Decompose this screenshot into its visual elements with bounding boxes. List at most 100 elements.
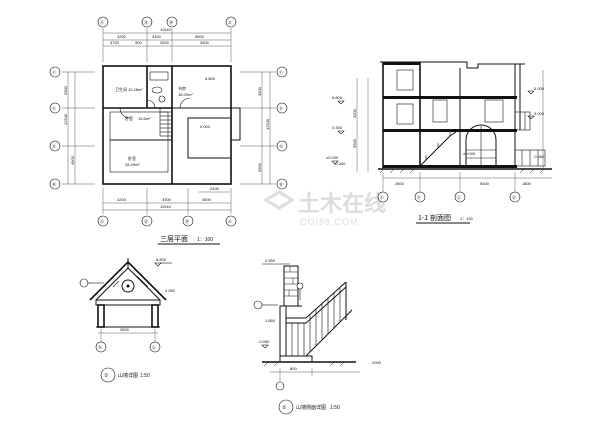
plan-stair xyxy=(159,107,173,137)
axis-bubble: Ⓒ xyxy=(457,194,461,200)
section-title: 1-1 剖面图 1：100 xyxy=(416,213,474,224)
dim-overall: 11940 xyxy=(160,204,172,209)
plan-bottom-axes: ⑪ ⑬ ⑭ ⑦ xyxy=(97,215,237,227)
dim-text: 2400 xyxy=(152,34,162,39)
room-name: 书房 xyxy=(178,85,186,91)
level-note: 0.000 xyxy=(200,124,211,129)
axis-bubble: Ⓕ xyxy=(380,194,384,200)
axis-bubble: ⑬ xyxy=(144,218,148,224)
gable-scale: 1:50 xyxy=(140,373,150,379)
level-mark: -0.300 xyxy=(334,161,346,166)
plan-title: 三层平面 1：100 xyxy=(158,235,220,245)
gable-title: ① 山墙详图 1:50 xyxy=(100,367,150,383)
dim-text: 2600 xyxy=(395,181,405,186)
dim-text: 3600 xyxy=(257,86,262,96)
watermark-logo-icon xyxy=(263,190,295,210)
chimney-hatching xyxy=(284,266,298,297)
room-name: 卫生间 xyxy=(115,86,127,92)
gable-detail: 8.800 2.050 2800 Ⓓ Ⓒ ① 山墙详图 1:50 xyxy=(79,257,176,383)
dim-text: 1800 xyxy=(522,181,532,186)
dim-text: 800 xyxy=(290,366,297,371)
section-drawing: 6.800 3.300 ±0.000 -0.300 3300 3300 xyxy=(326,61,552,224)
axis-bubble: ⑪ xyxy=(100,19,104,25)
plan-top-axes: ⑪ ⑬ ⑭ ⑦ xyxy=(97,16,237,28)
level-mark: -0.050 xyxy=(258,339,270,344)
level-mark: 1.850 xyxy=(265,318,276,323)
room-area: 18.29m² xyxy=(178,92,193,97)
axis-bubble: Ⓔ xyxy=(52,105,56,111)
gable-number: ① xyxy=(104,373,109,379)
section-bottom-axes: Ⓕ Ⓔ Ⓒ Ⓐ xyxy=(377,191,521,203)
section-bottom-dimensions: 2600 5400 1800 xyxy=(382,172,552,196)
dim-text: 3600 xyxy=(200,40,210,45)
ground-hatching xyxy=(379,168,545,174)
stair-number: ② xyxy=(282,405,287,411)
level-mark: -0.450 xyxy=(533,154,545,159)
watermark-url: COI88.COM xyxy=(300,217,359,227)
dim-text: 3300 xyxy=(352,108,357,118)
level-mark: 5.000 xyxy=(534,86,545,91)
dim-text: 4200 xyxy=(117,197,127,202)
stair-balusters xyxy=(291,287,341,356)
dim-text: 2400 xyxy=(210,186,220,191)
axis-bubble: Ⓕ xyxy=(279,69,283,75)
level-mark: 8.800 xyxy=(156,257,167,262)
axis-bubble: Ⓕ xyxy=(52,69,56,75)
section-building xyxy=(378,61,552,174)
level-mark: 2.050 xyxy=(165,288,176,293)
plan-walls xyxy=(102,65,241,185)
room-name: 卧室 xyxy=(128,155,136,161)
gable-label: 山墙详图 xyxy=(118,372,138,379)
level-note: ±0.000 xyxy=(463,151,476,156)
dim-text: 3700 xyxy=(110,40,120,45)
gable-roof-tiles xyxy=(107,275,149,288)
dim-text: 4900 xyxy=(70,155,75,165)
level-mark: 2.550 xyxy=(265,258,276,263)
dim-text: 5600 xyxy=(195,34,205,39)
axis-bubble: Ⓔ xyxy=(279,105,283,111)
watermark-brand: 土木在线 xyxy=(298,191,386,216)
axis-bubble: Ⓔ xyxy=(417,194,421,200)
plan-bottom-dimensions: 4200 3300 3600 11940 2400 xyxy=(102,186,232,214)
section-right-levels: 5.000 3.000 -0.450 ±0.000 xyxy=(463,70,545,168)
axis-bubble: Ⓐ xyxy=(512,194,516,200)
dim-text: 3300 xyxy=(63,85,68,95)
level-mark: ±0.000 xyxy=(326,155,339,160)
axis-bubble: Ⓒ xyxy=(152,344,156,350)
dim-text: 5400 xyxy=(480,181,490,186)
plan-scale: 1：100 xyxy=(197,237,213,243)
dim-text: 4200 xyxy=(117,34,127,39)
room-area: 28.29m² xyxy=(125,162,140,167)
axis-bubble: Ⓓ xyxy=(52,143,56,149)
room-name: 卧室 xyxy=(125,115,133,121)
dim-text: 2000 xyxy=(372,360,382,365)
axis-bubble: Ⓓ xyxy=(279,143,283,149)
plan-top-dimensions: 11940 4200 2400 5600 3700 900 2600 3600 xyxy=(102,27,232,62)
axis-bubble: Ⓓ xyxy=(98,344,102,350)
dim-text: 5900 xyxy=(257,162,262,172)
dim-text: 2600 xyxy=(160,40,170,45)
axis-bubble: ⑦ xyxy=(228,20,232,25)
level-note: 6.800 xyxy=(205,76,216,81)
dim-text: 3300 xyxy=(162,197,172,202)
stair-scale: 1:50 xyxy=(330,405,340,411)
floor-plan: ⑪ ⑬ ⑭ ⑦ 11940 4200 2400 5600 3700 900 26… xyxy=(49,16,288,245)
room-area: 15.6m² xyxy=(138,116,151,121)
section-left-levels: 6.800 3.300 ±0.000 -0.300 3300 3300 xyxy=(326,78,369,172)
axis-bubble: ⑬ xyxy=(144,19,148,25)
room-area: 10.28m² xyxy=(128,87,143,92)
dim-text: 900 xyxy=(135,40,142,45)
plan-fixtures xyxy=(119,71,191,119)
dim-overall: 11940 xyxy=(160,27,172,32)
stair-title: ② 山墙侧面详图 1:50 xyxy=(278,399,340,415)
stair-ground-hatching xyxy=(263,361,345,367)
axis-bubble: ⑪ xyxy=(100,218,104,224)
axis-bubble: ⑭ xyxy=(185,218,189,224)
level-mark: 3.000 xyxy=(534,111,545,116)
axis-bubble: Ⓑ xyxy=(52,181,56,187)
axis-bubble: ⑭ xyxy=(169,19,173,25)
plan-room-labels: 卫生间 10.28m² 书房 18.29m² 卧室 15.6m² 卧室 28.2… xyxy=(115,76,216,167)
plan-right-axes: Ⓕ Ⓔ Ⓓ Ⓑ xyxy=(276,66,288,190)
axis-bubble: Ⓑ xyxy=(279,181,283,187)
